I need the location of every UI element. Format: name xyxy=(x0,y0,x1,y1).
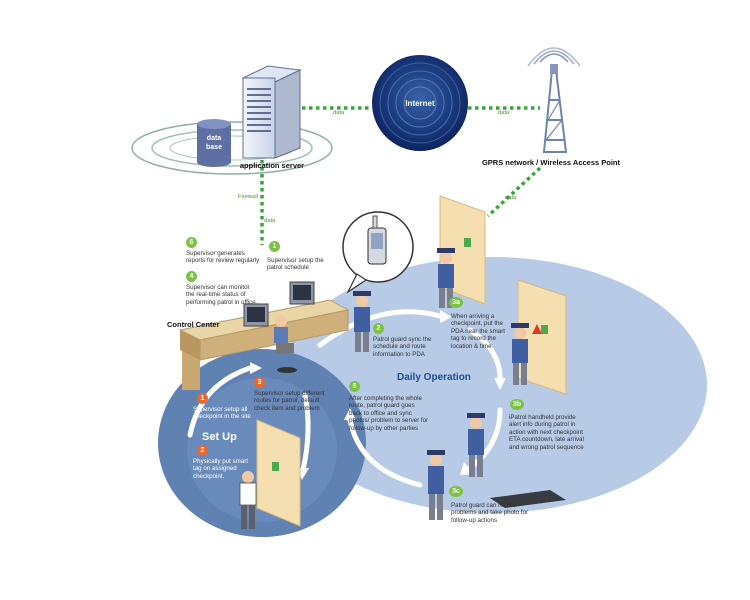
data-label: data xyxy=(498,110,510,116)
supervisor-figure xyxy=(239,471,257,529)
step-badge: 3a xyxy=(449,297,463,308)
step-badge: 6 xyxy=(186,237,197,248)
ground-shadow xyxy=(490,490,566,508)
data-links xyxy=(260,106,542,245)
daily-operation-oval xyxy=(277,257,707,513)
cycle-arrows xyxy=(187,309,503,488)
guard-figure xyxy=(511,323,529,385)
database-ring-outer xyxy=(131,121,333,175)
step-badge: 1 xyxy=(269,241,280,252)
step-badge: 2 xyxy=(373,323,384,334)
internet-globe-icon xyxy=(372,55,468,151)
step-badge: 1 xyxy=(197,393,208,404)
monitor-right xyxy=(289,281,315,305)
data-label: data xyxy=(333,110,345,116)
daily-operation-label: Daily Operation xyxy=(397,372,471,383)
wireless-tower-icon xyxy=(527,47,581,153)
pda-callout xyxy=(342,211,414,294)
step-badge: 3b xyxy=(510,399,524,410)
database-label-2: base xyxy=(206,144,222,151)
step-badge: 4 xyxy=(186,271,197,282)
data-label: data xyxy=(264,218,276,224)
database-label-1: data xyxy=(207,135,222,142)
gprs-label: GPRS network / Wireless Access Point xyxy=(482,158,621,167)
guard-figure xyxy=(427,450,445,520)
app-server-label: application server xyxy=(240,161,304,170)
firewall-label: Firewall xyxy=(238,194,258,200)
guard-figure xyxy=(353,291,371,352)
application-server-icon xyxy=(241,65,302,159)
setup-label: Set Up xyxy=(202,431,237,443)
data-label: data xyxy=(505,195,517,201)
internet-label: Internet xyxy=(405,99,435,108)
seated-supervisor-figure xyxy=(274,315,297,373)
step-badge: 2 xyxy=(197,445,208,456)
step-badge: 3c xyxy=(449,486,463,497)
database-icon xyxy=(197,119,231,167)
arrow-heads xyxy=(250,310,506,480)
database-ring-mid xyxy=(151,129,313,167)
step-badge: 3 xyxy=(254,377,265,388)
monitor-left xyxy=(243,303,269,327)
control-center-label: Control Center xyxy=(167,320,220,329)
step-badge: 5 xyxy=(349,381,360,392)
checkpoint-wall-setup xyxy=(256,419,301,527)
guard-figure xyxy=(467,413,485,477)
